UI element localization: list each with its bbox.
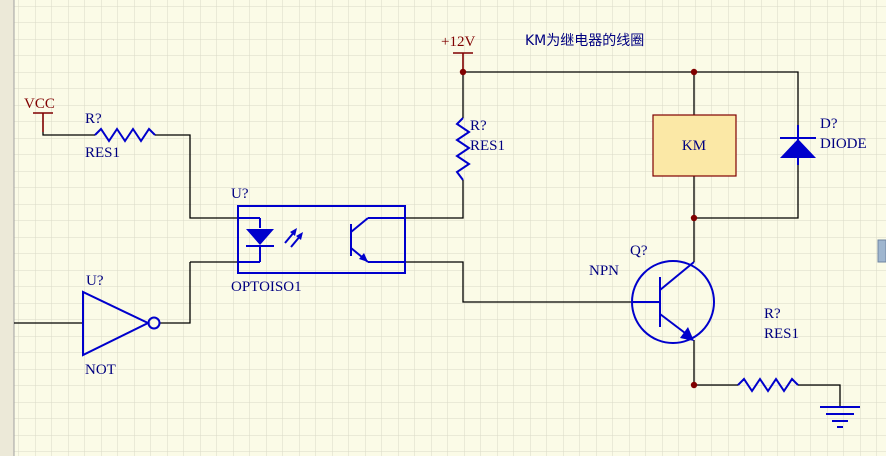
pullup-resistor[interactable]: R? RES1 xyxy=(455,117,505,181)
input-resistor-designator: R? xyxy=(85,111,102,127)
emitter-arrow-icon xyxy=(359,253,368,262)
emitter-resistor-designator: R? xyxy=(764,306,781,322)
transistor-type: NPN xyxy=(589,263,619,279)
diode-type: DIODE xyxy=(820,136,867,152)
input-resistor-type: RES1 xyxy=(85,145,120,161)
v12-label: +12V xyxy=(441,34,475,50)
npn-transistor[interactable]: Q? NPN xyxy=(589,243,715,344)
relay-coil[interactable]: KM xyxy=(652,114,737,177)
inverter-type: NOT xyxy=(85,362,116,378)
wires xyxy=(14,71,841,407)
input-resistor[interactable]: R? RES1 xyxy=(85,111,156,161)
inverter-designator: U? xyxy=(86,273,104,289)
pullup-resistor-type: RES1 xyxy=(470,138,505,154)
relay-note: KM为继电器的线圈 xyxy=(525,33,644,49)
left-edge-panel xyxy=(0,0,14,456)
junctions xyxy=(459,68,698,389)
emitter-resistor[interactable]: R? RES1 xyxy=(737,306,799,393)
inverter-gate[interactable]: U? NOT xyxy=(82,273,161,378)
scrollbar-thumb[interactable] xyxy=(877,239,886,263)
ground-icon xyxy=(820,406,860,428)
optocoupler[interactable]: U? OPTOISO1 xyxy=(231,186,406,295)
optocoupler-type: OPTOISO1 xyxy=(231,279,302,295)
relay-label: KM xyxy=(682,138,706,154)
pullup-resistor-designator: R? xyxy=(470,118,487,134)
optocoupler-designator: U? xyxy=(231,186,249,202)
led-icon xyxy=(246,229,274,245)
light-arrows-icon xyxy=(284,228,303,248)
vcc-power-port: VCC xyxy=(24,96,55,132)
flyback-diode[interactable]: D? DIODE xyxy=(780,116,867,165)
diode-icon xyxy=(780,139,816,158)
transistor-arrow-icon xyxy=(680,327,694,341)
vcc-label: VCC xyxy=(24,96,55,112)
diode-designator: D? xyxy=(820,116,838,132)
emitter-resistor-type: RES1 xyxy=(764,326,799,342)
transistor-designator: Q? xyxy=(630,243,648,259)
